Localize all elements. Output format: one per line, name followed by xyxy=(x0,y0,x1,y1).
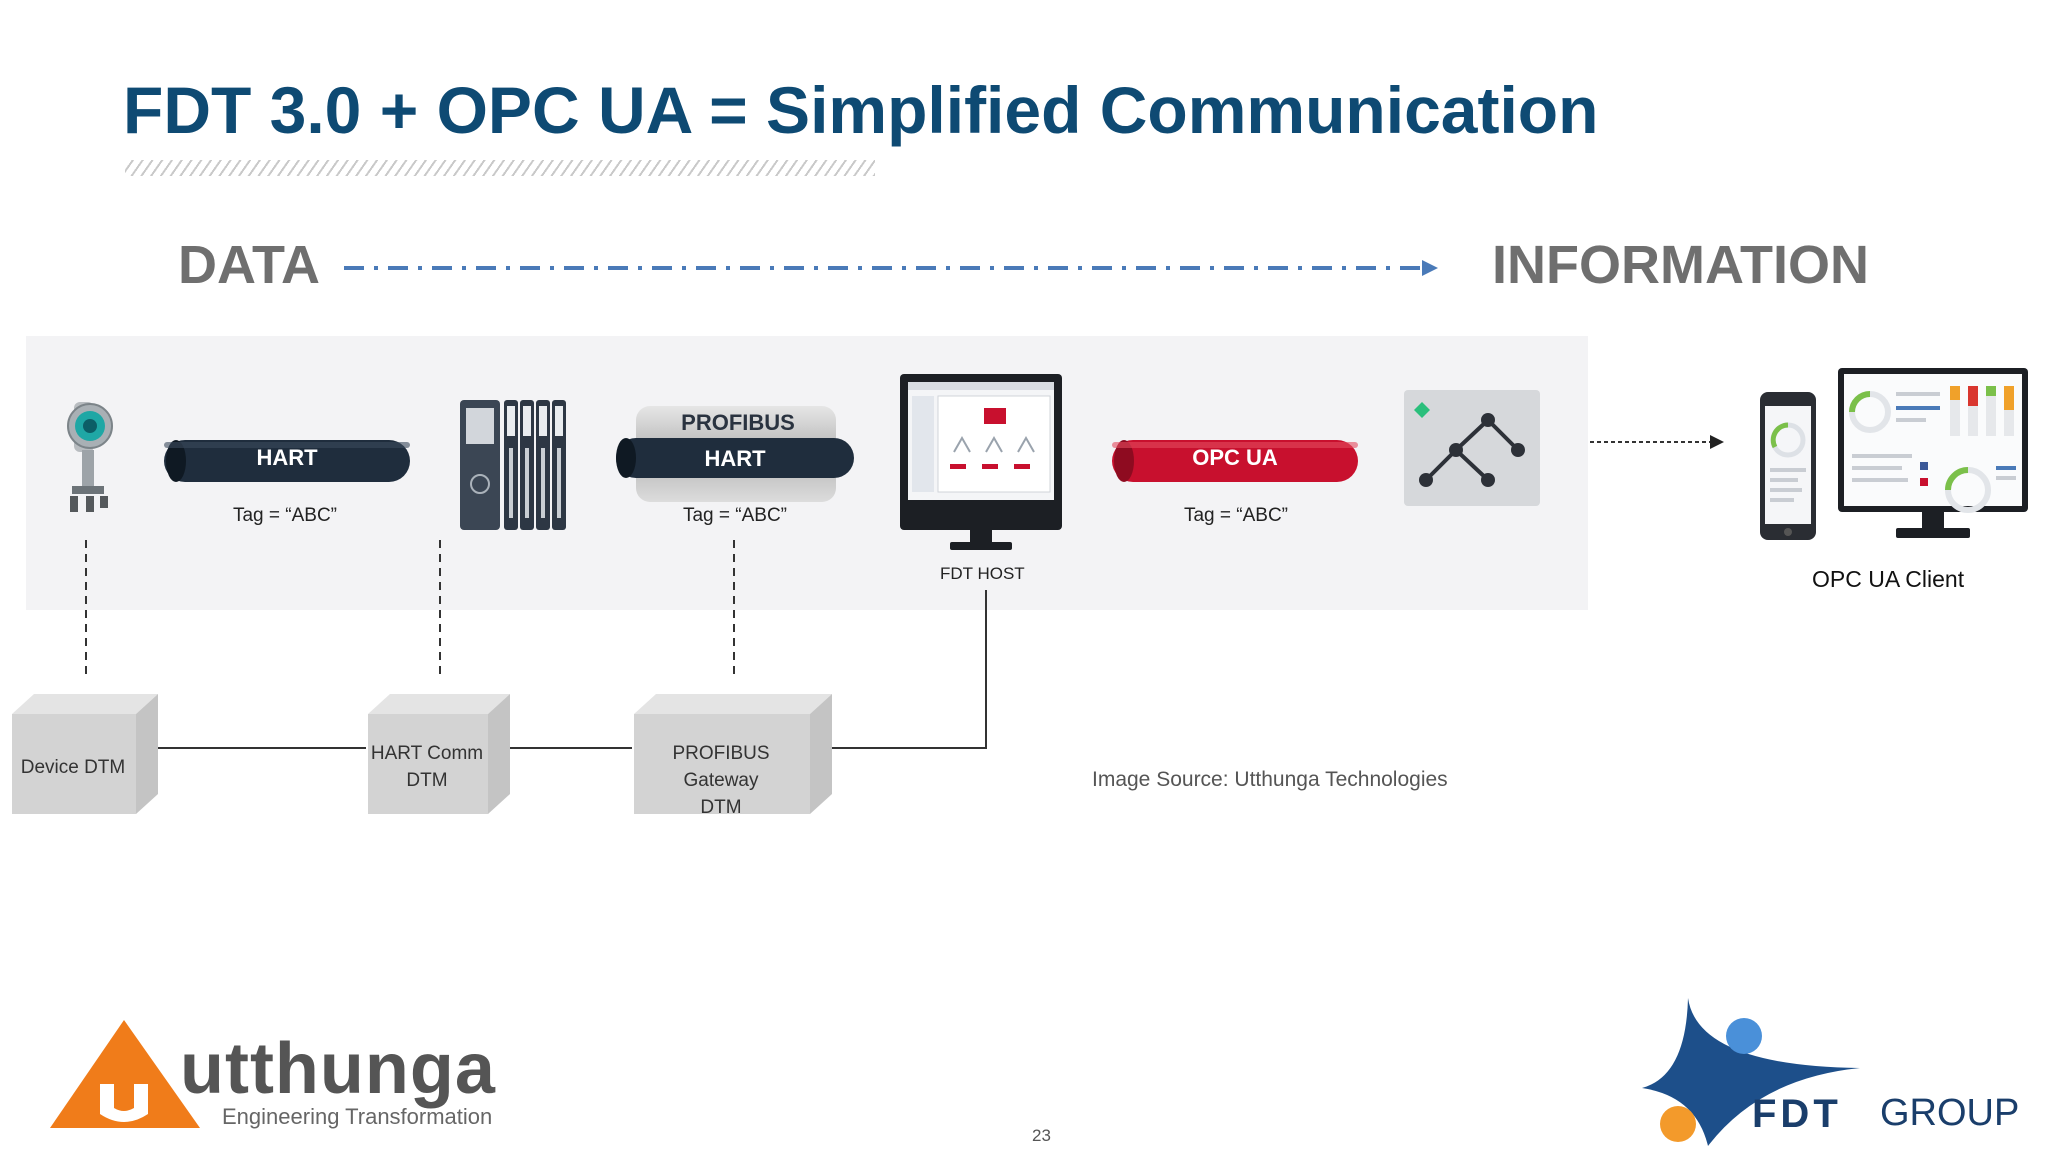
fdt-wordmark: FDT xyxy=(1752,1092,1842,1136)
profibus-tag: Tag = “ABC” xyxy=(682,505,787,526)
host-monitor-icon xyxy=(900,374,1062,550)
profibus-pipe xyxy=(616,406,854,502)
hart-comm-dtm-line2: DTM xyxy=(406,770,448,791)
profibus-gateway-dtm-box xyxy=(634,694,832,814)
page-number: 23 xyxy=(1032,1126,1051,1145)
hart-comm-dtm-label: HART Comm DTM xyxy=(368,740,486,794)
title-underline xyxy=(125,160,875,176)
hart-tag: Tag = “ABC” xyxy=(232,505,337,526)
data-to-information-arrow xyxy=(344,260,1438,276)
hart-pipe-label: HART xyxy=(256,445,318,470)
device-dtm-label: Device DTM xyxy=(20,757,126,778)
group-wordmark: GROUP xyxy=(1880,1092,2020,1134)
hart-comm-dtm-line1: HART Comm xyxy=(370,743,484,764)
client-arrow xyxy=(1590,435,1724,449)
profibus-inner-hart-label: HART xyxy=(704,446,766,471)
profibus-gateway-dtm-line1: PROFIBUS Gateway xyxy=(672,743,770,791)
information-label: INFORMATION xyxy=(1492,235,1869,295)
network-node-icon xyxy=(1404,390,1540,506)
profibus-gateway-dtm-label: PROFIBUS Gateway DTM xyxy=(634,740,808,821)
dashboard-monitor-icon xyxy=(1838,368,2028,538)
opcua-tag: Tag = “ABC” xyxy=(1183,505,1288,526)
image-source-caption: Image Source: Utthunga Technologies xyxy=(1092,768,1448,791)
utthunga-tagline: Engineering Transformation xyxy=(222,1104,493,1129)
smartphone-icon xyxy=(1760,392,1816,540)
profibus-gateway-dtm-line2: DTM xyxy=(700,797,742,818)
device-dtm-box xyxy=(12,694,158,814)
opcua-pipe xyxy=(1112,440,1358,482)
data-label: DATA xyxy=(178,235,320,295)
utthunga-wordmark: utthunga xyxy=(180,1029,496,1109)
io-module-icon xyxy=(460,400,566,530)
fdt-group-logo-icon xyxy=(1642,998,1860,1146)
slide-title: FDT 3.0 + OPC UA = Simplified Communicat… xyxy=(123,73,1599,147)
hart-comm-dtm-box xyxy=(368,694,510,814)
utthunga-logo-icon xyxy=(50,1020,200,1128)
opcua-pipe-label: OPC UA xyxy=(1192,445,1278,470)
fdt-host-label: FDT HOST xyxy=(940,564,1025,583)
profibus-pipe-label: PROFIBUS xyxy=(681,410,795,435)
opc-ua-client-label: OPC UA Client xyxy=(1812,566,1965,592)
field-transmitter-icon xyxy=(67,402,113,512)
hart-pipe xyxy=(164,440,410,482)
dtm-connectors xyxy=(85,540,987,749)
